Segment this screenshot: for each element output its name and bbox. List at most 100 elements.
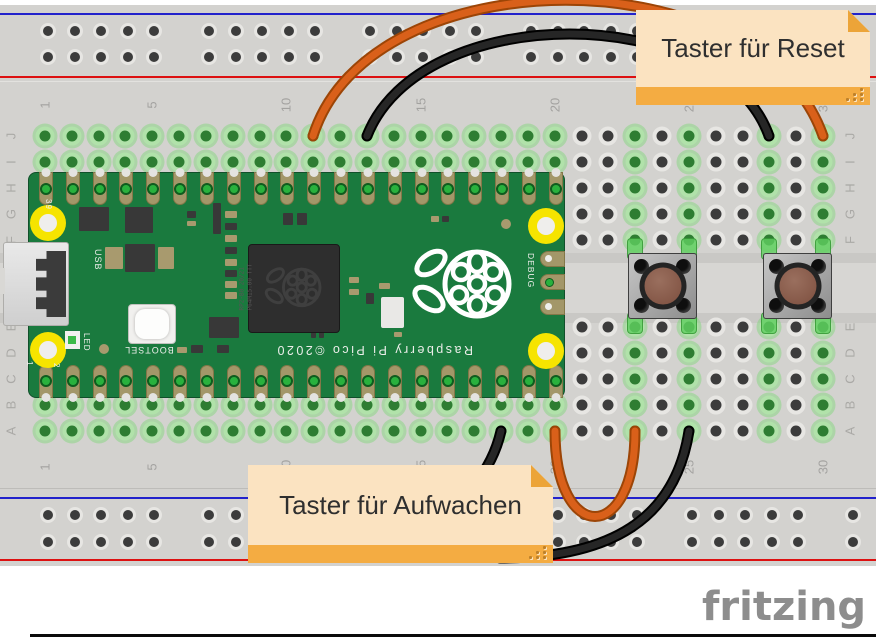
breadboard-hole bbox=[813, 126, 833, 146]
pico-pin-pad bbox=[280, 168, 295, 205]
pico-pin-pad bbox=[495, 168, 510, 205]
row-letter: I bbox=[3, 160, 19, 164]
breadboard-hole bbox=[89, 421, 109, 441]
row-letter: H bbox=[3, 183, 19, 193]
column-number: 30 bbox=[815, 459, 831, 475]
row-letter: A bbox=[3, 426, 19, 436]
breadboard-hole bbox=[66, 49, 83, 65]
pico-pin-pad bbox=[521, 365, 536, 402]
bootsel-button[interactable] bbox=[128, 304, 176, 344]
component bbox=[394, 332, 402, 337]
breadboard-hole bbox=[786, 230, 806, 250]
pico-pin-pad bbox=[334, 365, 349, 402]
breadboard-hole bbox=[491, 126, 511, 146]
breadboard-hole bbox=[759, 421, 779, 441]
component bbox=[191, 345, 203, 353]
breadboard-hole bbox=[786, 317, 806, 337]
component bbox=[225, 270, 237, 277]
breadboard-hole bbox=[545, 126, 565, 146]
breadboard-hole bbox=[146, 534, 162, 550]
column-number: 15 bbox=[413, 97, 429, 113]
raspberry-pi-logo-icon bbox=[412, 248, 512, 319]
breadboard-hole bbox=[572, 152, 592, 172]
breadboard-hole bbox=[598, 230, 618, 250]
note-wake[interactable]: Taster für Aufwachen bbox=[248, 465, 553, 563]
fritzing-watermark: fritzing bbox=[702, 584, 867, 630]
column-number: 20 bbox=[547, 97, 563, 113]
breadboard-hole bbox=[119, 534, 136, 550]
breadboard-hole bbox=[201, 23, 217, 39]
row-letter: G bbox=[3, 208, 19, 220]
chip bbox=[209, 317, 239, 338]
breadboard-hole bbox=[706, 369, 726, 389]
breadboard-hole bbox=[357, 421, 377, 441]
row-letter: B bbox=[842, 400, 858, 410]
component bbox=[225, 235, 237, 242]
breadboard-hole bbox=[280, 49, 297, 65]
pico-pin-pad bbox=[199, 168, 214, 205]
row-letter: H bbox=[842, 183, 858, 193]
component bbox=[187, 211, 196, 218]
component bbox=[105, 247, 123, 269]
usb-label: USB bbox=[93, 249, 103, 271]
component bbox=[225, 223, 237, 230]
breadboard-hole bbox=[652, 152, 672, 172]
breadboard-hole bbox=[625, 395, 645, 415]
mounting-hole bbox=[528, 208, 564, 244]
pico-pin-pad bbox=[65, 365, 80, 402]
breadboard-hole bbox=[706, 343, 726, 363]
breadboard-hole bbox=[576, 534, 592, 550]
breadboard-hole bbox=[684, 507, 700, 523]
breadboard-hole bbox=[598, 369, 618, 389]
breadboard-hole bbox=[679, 152, 699, 172]
pico-pin-pad bbox=[92, 365, 107, 402]
breadboard-hole bbox=[146, 507, 162, 523]
breadboard-hole bbox=[572, 126, 592, 146]
component bbox=[349, 289, 359, 295]
breadboard-hole bbox=[169, 421, 189, 441]
breadboard-hole bbox=[629, 534, 645, 550]
raspberry-pi-pico[interactable]: RP2-B0 20/21 P64M15.00 TTT bbox=[25, 168, 565, 402]
breadboard-hole bbox=[523, 49, 539, 65]
breadboard-hole bbox=[276, 421, 296, 441]
breadboard-hole bbox=[598, 152, 618, 172]
column-number: 1 bbox=[37, 101, 53, 109]
breadboard-hole bbox=[441, 49, 458, 65]
pico-pin-pad bbox=[334, 168, 349, 205]
breadboard-hole bbox=[625, 152, 645, 172]
breadboard-hole bbox=[786, 152, 806, 172]
button-cap[interactable] bbox=[774, 262, 821, 310]
pico-title-silkscreen: Raspberry Pi Pico ©2020 bbox=[274, 343, 474, 357]
breadboard-hole bbox=[362, 49, 378, 65]
pico-pin-pad bbox=[414, 365, 429, 402]
breadboard-hole bbox=[384, 126, 404, 146]
breadboard-hole bbox=[572, 369, 592, 389]
pico-pin-pad bbox=[387, 365, 402, 402]
note-resize-grip[interactable] bbox=[529, 546, 547, 559]
breadboard-hole bbox=[146, 23, 162, 39]
breadboard-hole bbox=[679, 343, 699, 363]
breadboard-hole bbox=[549, 23, 566, 39]
push-button-wake[interactable] bbox=[628, 253, 697, 319]
breadboard-hole bbox=[652, 178, 672, 198]
component bbox=[366, 293, 374, 304]
debug-pin bbox=[540, 274, 565, 290]
usb-tab bbox=[0, 268, 5, 294]
breadboard-hole bbox=[706, 204, 726, 224]
pico-pin-pad bbox=[92, 168, 107, 205]
chip bbox=[79, 207, 109, 231]
breadboard-hole bbox=[710, 534, 727, 550]
note-resize-grip[interactable] bbox=[846, 88, 864, 101]
pico-pin-pad bbox=[119, 168, 134, 205]
component bbox=[379, 283, 390, 289]
button-cap[interactable] bbox=[639, 262, 686, 310]
breadboard-hole bbox=[706, 152, 726, 172]
note-reset[interactable]: Taster für Reset bbox=[636, 10, 870, 105]
push-button-reset[interactable] bbox=[763, 253, 832, 319]
pico-pin-pad bbox=[441, 168, 456, 205]
row-letter: J bbox=[3, 132, 19, 140]
breadboard-hole bbox=[523, 23, 539, 39]
debug-pin bbox=[540, 299, 565, 315]
breadboard-hole bbox=[66, 534, 83, 550]
pico-pin-pad bbox=[226, 168, 241, 205]
